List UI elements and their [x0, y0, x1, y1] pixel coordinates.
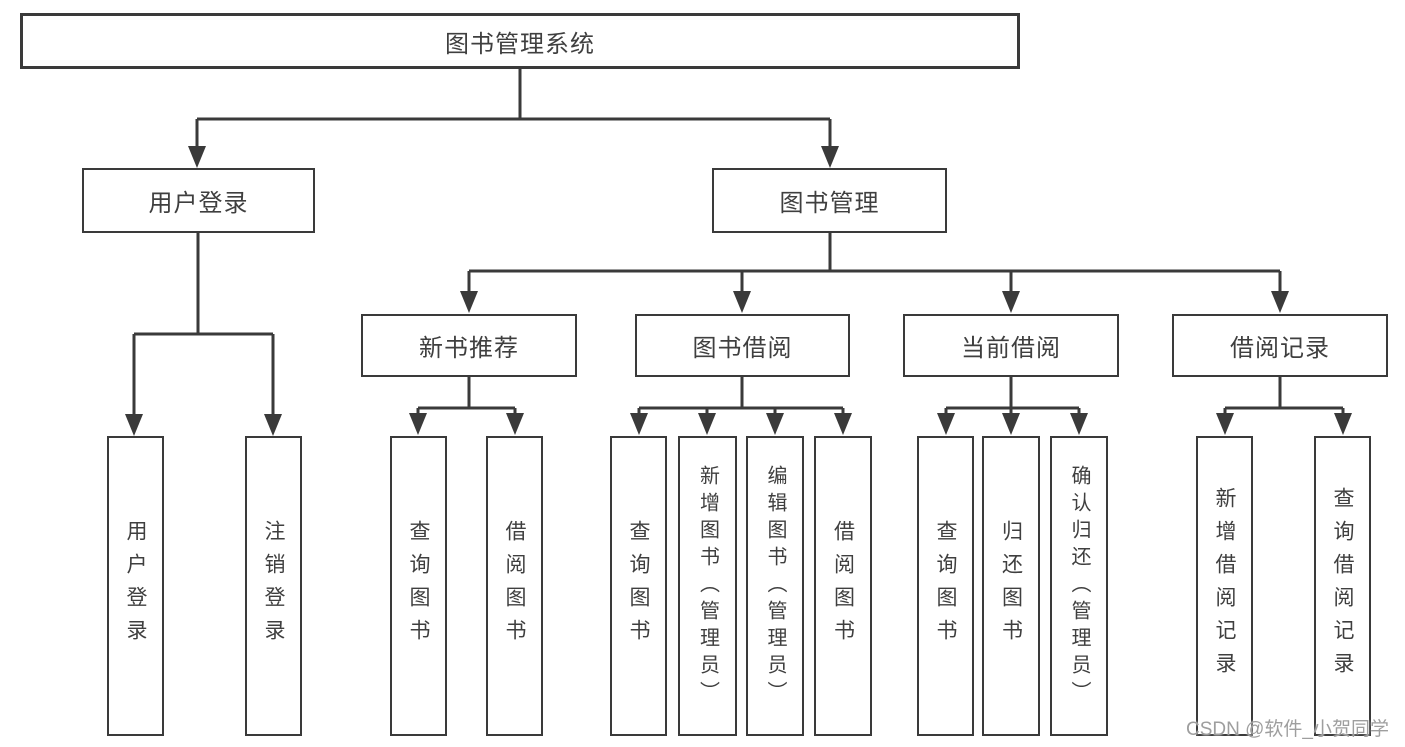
connector-new-book-recommend-to-leaves: [416, 377, 517, 417]
node-new-book-recommend: 新书推荐: [361, 314, 577, 377]
node-book-borrow: 图书借阅: [635, 314, 850, 377]
connector-current-borrow-to-leaves: [944, 377, 1081, 417]
node-borrow-records: 借阅记录: [1172, 314, 1388, 377]
leaf-user-login: 用户登录: [107, 436, 164, 736]
node-label: 借阅图书: [503, 520, 526, 652]
node-label: 查询借阅记录: [1331, 487, 1354, 685]
connector-book-borrow-to-leaves: [637, 377, 845, 417]
node-label: 图书管理: [779, 190, 880, 217]
node-label: 新增借阅记录: [1213, 487, 1236, 685]
node-label: 图书借阅: [692, 335, 793, 362]
leaf-add-book-admin: 新增图书（管理员）: [678, 436, 737, 736]
leaf-add-borrow-record: 新增借阅记录: [1196, 436, 1253, 736]
leaf-logout: 注销登录: [245, 436, 302, 736]
leaf-borrow-books: 借阅图书: [814, 436, 872, 736]
connector-book-management-to-level3: [467, 233, 1282, 295]
leaf-confirm-return-admin: 确认归还（管理员）: [1050, 436, 1108, 736]
connector-user-login-to-leaves: [132, 233, 275, 418]
node-label: 借阅记录: [1230, 335, 1330, 362]
node-label: 借阅图书: [831, 520, 855, 652]
leaf-query-books-recommend: 查询图书: [390, 436, 447, 736]
node-label: 用户登录: [148, 190, 249, 217]
connector-borrow-records-to-leaves: [1223, 377, 1345, 417]
leaf-query-books-borrow: 查询图书: [610, 436, 667, 736]
leaf-return-book: 归还图书: [982, 436, 1040, 736]
node-user-login: 用户登录: [82, 168, 315, 233]
node-label: 确认归还（管理员）: [1068, 464, 1090, 708]
leaf-query-books-current: 查询图书: [917, 436, 974, 736]
leaf-borrow-books-recommend: 借阅图书: [486, 436, 543, 736]
node-label: 用户登录: [124, 520, 147, 652]
node-label: 当前借阅: [961, 335, 1061, 362]
node-label: 查询图书: [407, 520, 430, 652]
node-label: 编辑图书（管理员）: [764, 464, 786, 708]
node-book-management: 图书管理: [712, 168, 947, 233]
leaf-edit-book-admin: 编辑图书（管理员）: [746, 436, 804, 736]
node-label: 归还图书: [999, 520, 1023, 652]
node-label: 注销登录: [262, 520, 285, 652]
node-label: 查询图书: [934, 520, 957, 652]
leaf-query-borrow-record: 查询借阅记录: [1314, 436, 1371, 736]
connector-root-to-level2: [195, 69, 832, 149]
node-current-borrow: 当前借阅: [903, 314, 1119, 377]
node-label: 新增图书（管理员）: [696, 464, 719, 708]
csdn-watermark: CSDN @软件_小贺同学: [1186, 719, 1389, 740]
node-label: 新书推荐: [419, 335, 519, 362]
node-label: 图书管理系统: [445, 30, 595, 58]
node-library-management-system: 图书管理系统: [20, 13, 1020, 69]
node-label: 查询图书: [627, 520, 650, 652]
